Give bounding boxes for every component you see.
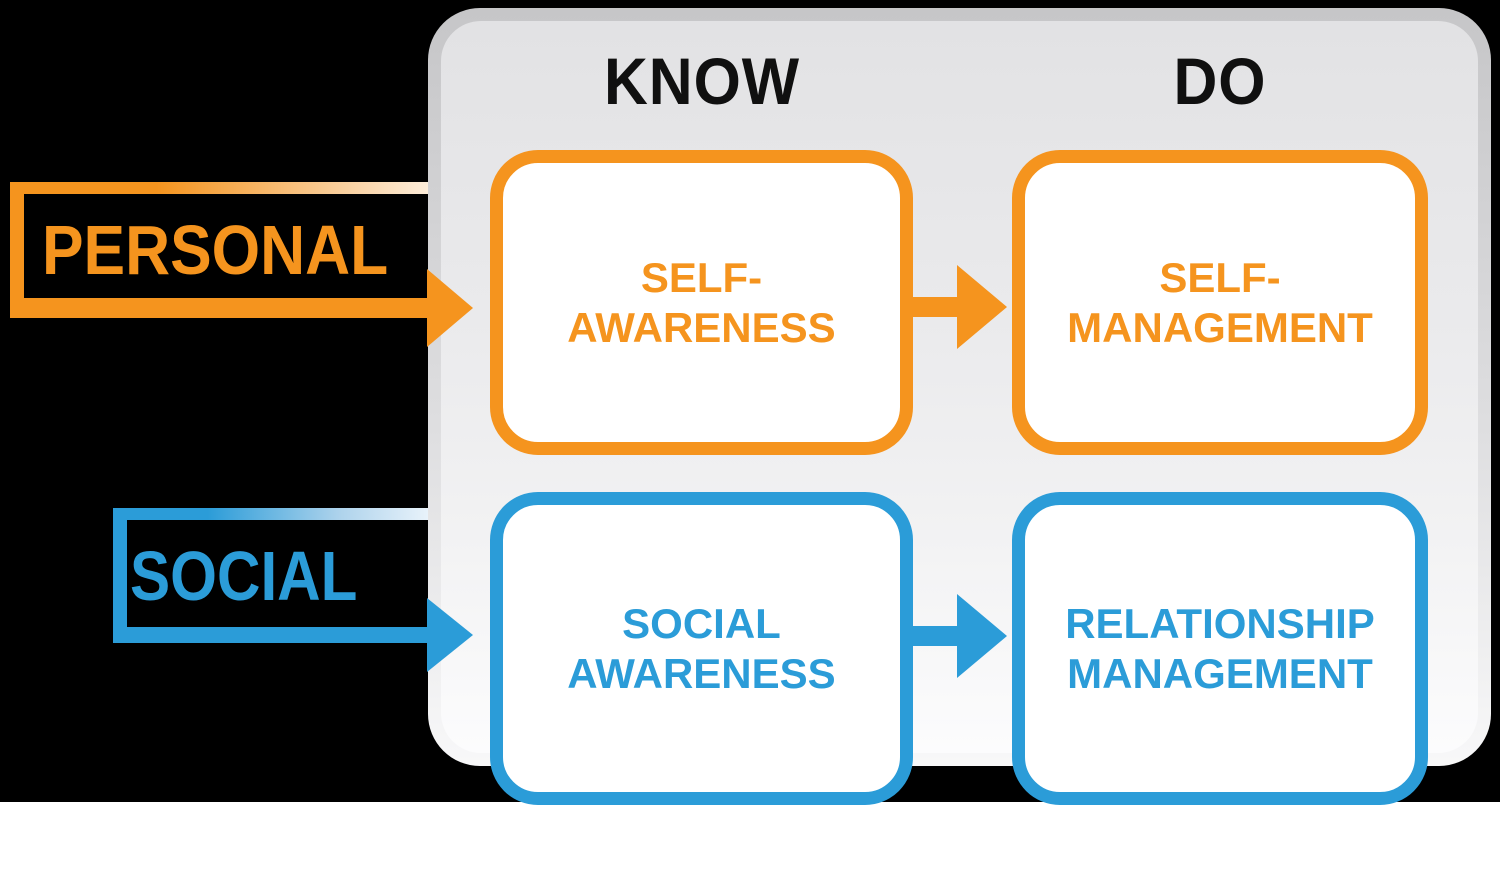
label-left-border	[10, 182, 24, 318]
box-label-line: RELATIONSHIP	[1065, 599, 1375, 647]
box-label-line: SELF-	[1159, 253, 1281, 301]
box-social-awareness: SOCIAL AWARENESS	[490, 492, 913, 805]
box-self-management: SELF- MANAGEMENT	[1012, 150, 1428, 455]
label-left-border	[113, 508, 127, 643]
box-label-line: SOCIAL	[622, 599, 781, 647]
box-label: SELF- AWARENESS	[567, 253, 835, 352]
box-label: RELATIONSHIP MANAGEMENT	[1065, 599, 1375, 698]
label-arrow-shaft	[113, 627, 427, 643]
row-label-social-text: SOCIAL	[130, 537, 358, 615]
column-header-know: KNOW	[604, 44, 800, 118]
label-arrow-shaft	[10, 298, 427, 318]
box-label: SELF- MANAGEMENT	[1067, 253, 1373, 352]
arrow-shaft	[903, 297, 957, 317]
column-header-do: DO	[1173, 44, 1267, 118]
arrow-shaft	[903, 626, 957, 646]
arrow-right-icon	[957, 265, 1007, 349]
arrow-right-icon	[427, 269, 473, 347]
box-label: SOCIAL AWARENESS	[567, 599, 835, 698]
row-label-personal-text: PERSONAL	[42, 211, 389, 289]
label-top-border-gradient	[10, 182, 428, 194]
box-label-line: SELF-	[640, 253, 763, 301]
box-relationship-management: RELATIONSHIP MANAGEMENT	[1012, 492, 1428, 805]
box-label-line: AWARENESS	[567, 303, 836, 351]
box-label-line: MANAGEMENT	[1067, 649, 1373, 697]
arrow-right-icon	[957, 594, 1007, 678]
box-label-line: MANAGEMENT	[1067, 303, 1373, 351]
box-label-line: AWARENESS	[567, 649, 836, 697]
label-top-border-gradient	[113, 508, 428, 520]
arrow-right-icon	[427, 598, 473, 672]
box-self-awareness: SELF- AWARENESS	[490, 150, 913, 455]
